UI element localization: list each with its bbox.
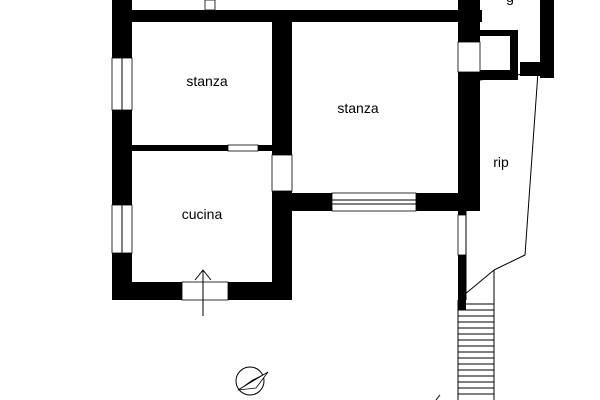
room-label-cucina: cucina [182,206,223,222]
room-label-rip: rip [493,154,509,170]
stairs [435,269,495,400]
storage-outline [465,71,539,300]
up-arrow-icon [194,269,212,316]
windows [111,0,481,301]
walls [112,0,554,310]
room-label-stanza-right: stanza [337,100,378,116]
room-label-partial: g [506,0,514,5]
compass-icon [235,366,269,396]
room-label-stanza-left: stanza [186,73,227,89]
